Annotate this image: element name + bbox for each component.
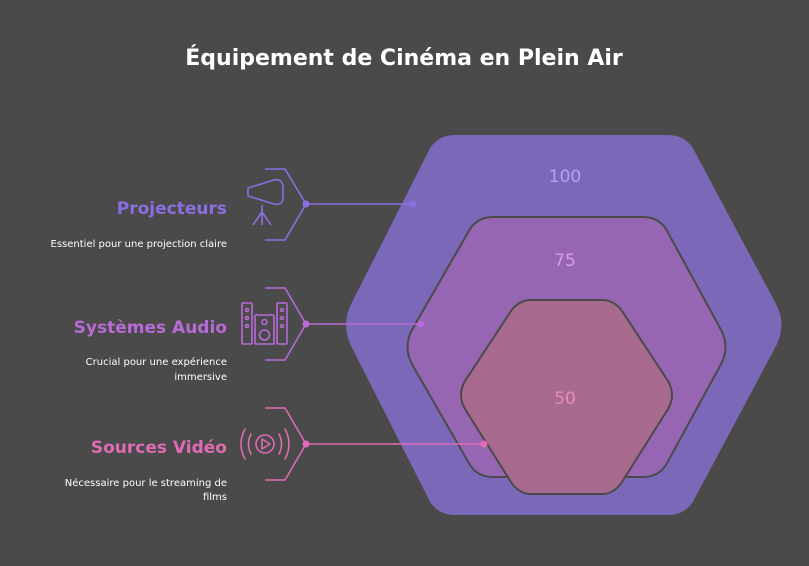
connector-dot-end-sources-video xyxy=(480,440,488,448)
connector-dot-start-systemes-audio xyxy=(302,320,310,328)
video-source-icon xyxy=(240,428,290,460)
item-desc-systemes-audio-line-2: immersive xyxy=(174,372,227,383)
speaker-system-icon xyxy=(241,302,288,345)
item-desc-sources-video-line-2: films xyxy=(203,492,227,503)
connector-dot-end-systemes-audio xyxy=(417,320,425,328)
connector-dot-start-projecteurs xyxy=(302,200,310,208)
item-desc-sources-video-line-1: Nécessaire pour le streaming de xyxy=(65,477,227,489)
connector-dot-start-sources-video xyxy=(302,440,310,448)
bracket-systemes-audio xyxy=(265,287,307,361)
item-projecteurs: Projecteurs Essentiel pour une projectio… xyxy=(51,168,417,250)
item-title-sources-video: Sources Vidéo xyxy=(91,438,227,458)
item-sources-video: Sources Vidéo Nécessaire pour le streami… xyxy=(65,407,488,503)
bracket-sources-video xyxy=(265,407,307,481)
hexagon-inner xyxy=(460,299,673,495)
item-systemes-audio: Systèmes Audio Crucial pour une expérien… xyxy=(74,287,425,383)
item-desc-projecteurs: Essentiel pour une projection claire xyxy=(51,239,227,250)
connector-dot-end-projecteurs xyxy=(409,200,417,208)
page-title: Équipement de Cinéma en Plein Air xyxy=(185,45,623,71)
item-title-projecteurs: Projecteurs xyxy=(117,199,227,219)
level-value-middle: 75 xyxy=(554,251,576,271)
level-value-inner: 50 xyxy=(554,389,576,409)
item-desc-systemes-audio-line-1: Crucial pour une expérience xyxy=(86,356,227,368)
projector-icon xyxy=(247,178,284,226)
item-title-systemes-audio: Systèmes Audio xyxy=(74,318,227,338)
level-value-outer: 100 xyxy=(549,167,581,187)
bracket-projecteurs xyxy=(265,168,307,241)
